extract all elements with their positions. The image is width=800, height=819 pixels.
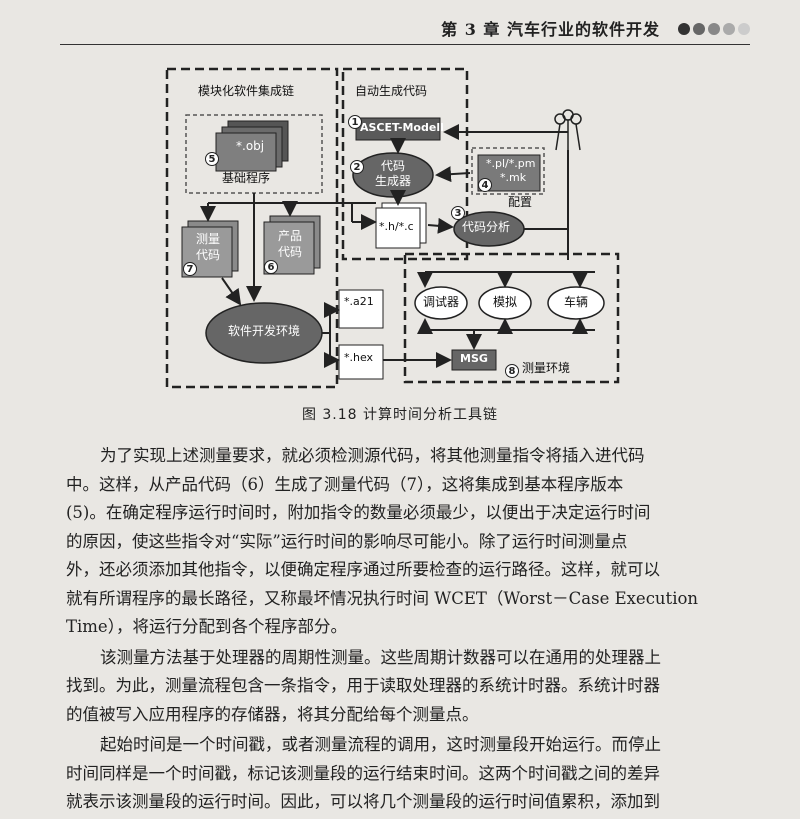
text-line: Time），将运行分配到各个程序部分。 [66,617,347,636]
antenna-icon [554,109,582,151]
group-label-module: 模块化软件集成链 [198,84,295,98]
header-dot [723,23,735,35]
measure-code-label-1: 测量 [196,232,221,246]
codegen-label-2: 生成器 [374,174,411,188]
text-line: 该测量方法基于处理器的周期性测量。这些周期计数器可以在通用的处理器上 [100,647,661,667]
measure-env-label: 测量环境 [522,361,571,375]
marker-4: 4 [478,178,492,192]
config-label: 配置 [508,195,533,209]
sw-env-label: 软件开发环境 [228,324,301,338]
running-header: 第 3 章 汽车行业的软件开发 [60,14,750,45]
figure-caption: 图 3.18 计算时间分析工具链 [301,407,499,423]
header-dot [678,23,690,35]
header-dot [693,23,705,35]
text-line: 时间同样是一个时间戳，标记该测量段的运行结束时间。这两个时间戳之间的差异 [66,763,660,783]
text-line: 的值被写入应用程序的存储器，将其分配给每个测量点。 [66,704,479,724]
marker-5: 5 [205,152,219,166]
marker-8: 8 [505,364,519,378]
text-line: 外，还必须添加其他指令，以便确定程序通过所要检查的运行路径。这样，就可以 [66,560,660,579]
product-code-label-2: 代码 [278,245,303,259]
group-box-config [471,147,545,195]
text-line: 的原因，使这些指令对“实际”运行时间的影响尽可能小。除了运行时间测量点 [66,531,628,551]
group-box-auto [341,67,469,261]
group-box-module [165,67,339,389]
a21-document-icon [338,289,384,329]
text-line: 就有所谓程序的最长路径，又称最坏情况执行时间 WCET（Worst－Case E… [66,588,699,608]
header-dots [678,23,750,35]
body-text: 为了实现上述测量要求，就必须检测源代码，将其他测量指令将插入进代码 中。这样，从… [66,442,746,819]
text-line: 起始时间是一个时间戳，或者测量流程的调用，这时测量段开始运行。而停止 [100,735,661,754]
hc-label: *.h/*.c [379,220,414,233]
figure-diagram [165,67,620,389]
code-analysis-label: 代码分析 [462,220,511,234]
simulation-label: 模拟 [493,295,518,309]
config-document-icon [477,154,541,192]
paragraph: 起始时间是一个时间戳，或者测量流程的调用，这时测量段开始运行。而停止 时间同样是… [66,731,746,817]
text-line: 为了实现上述测量要求，就必须检测源代码，将其他测量指令将插入进代码 [100,446,645,465]
product-code-label-1: 产品 [278,229,303,243]
group-box-measure-env [403,252,620,384]
msg-box [451,349,497,371]
base-program-label: 基础程序 [222,171,271,185]
obj-label: *.obj [236,139,265,153]
book-page: 第 3 章 汽车行业的软件开发 [60,14,750,811]
paragraph: 该测量方法基于处理器的周期性测量。这些周期计数器可以在通用的处理器上 找到。为此… [66,644,746,730]
text-line: (5)。在确定程序运行时间时，附加指令的数量必须最少，以便出于决定运行时间 [66,503,651,522]
debugger-label: 调试器 [423,295,460,309]
text-line: 就表示该测量段的运行时间。因此，可以将几个测量段的运行时间值累积，添加到 [66,792,660,811]
codegen-label-1: 代码 [380,159,405,173]
paragraph: 为了实现上述测量要求，就必须检测源代码，将其他测量指令将插入进代码 中。这样，从… [66,442,746,642]
ascet-label: ASCET-Modell [360,121,444,134]
hex-document-icon [338,344,384,380]
marker-2: 2 [350,160,364,174]
hex-label: *.hex [344,351,374,364]
vehicle-label: 车辆 [564,295,589,309]
toolchain-figure: 模块化软件集成链 自动生成代码 *.obj 基础程序 ASCET-Modell … [165,67,620,389]
marker-7: 7 [183,262,197,276]
config-files-label-1: *.pl/*.pm [486,157,536,170]
group-label-auto: 自动生成代码 [355,84,428,98]
text-line: 中。这样，从产品代码（6）生成了测量代码（7），这将集成到基本程序版本 [66,474,624,494]
measure-code-label-2: 代码 [196,248,221,262]
obj-document-icon [215,120,289,172]
header-dot [738,23,750,35]
a21-label: *.a21 [344,295,374,308]
marker-1: 1 [348,115,362,129]
msg-label: MSG [460,352,488,365]
header-dot [708,23,720,35]
text-line: 找到。为此，测量流程包含一条指令，用于读取处理器的系统计时器。系统计时器 [66,676,660,695]
hc-document-icon [375,202,427,249]
config-files-label-2: *.mk [500,171,527,184]
debugger-ellipse [414,286,468,320]
marker-3: 3 [451,206,465,220]
marker-6: 6 [264,260,278,274]
chapter-title: 第 3 章 汽车行业的软件开发 [441,20,660,39]
